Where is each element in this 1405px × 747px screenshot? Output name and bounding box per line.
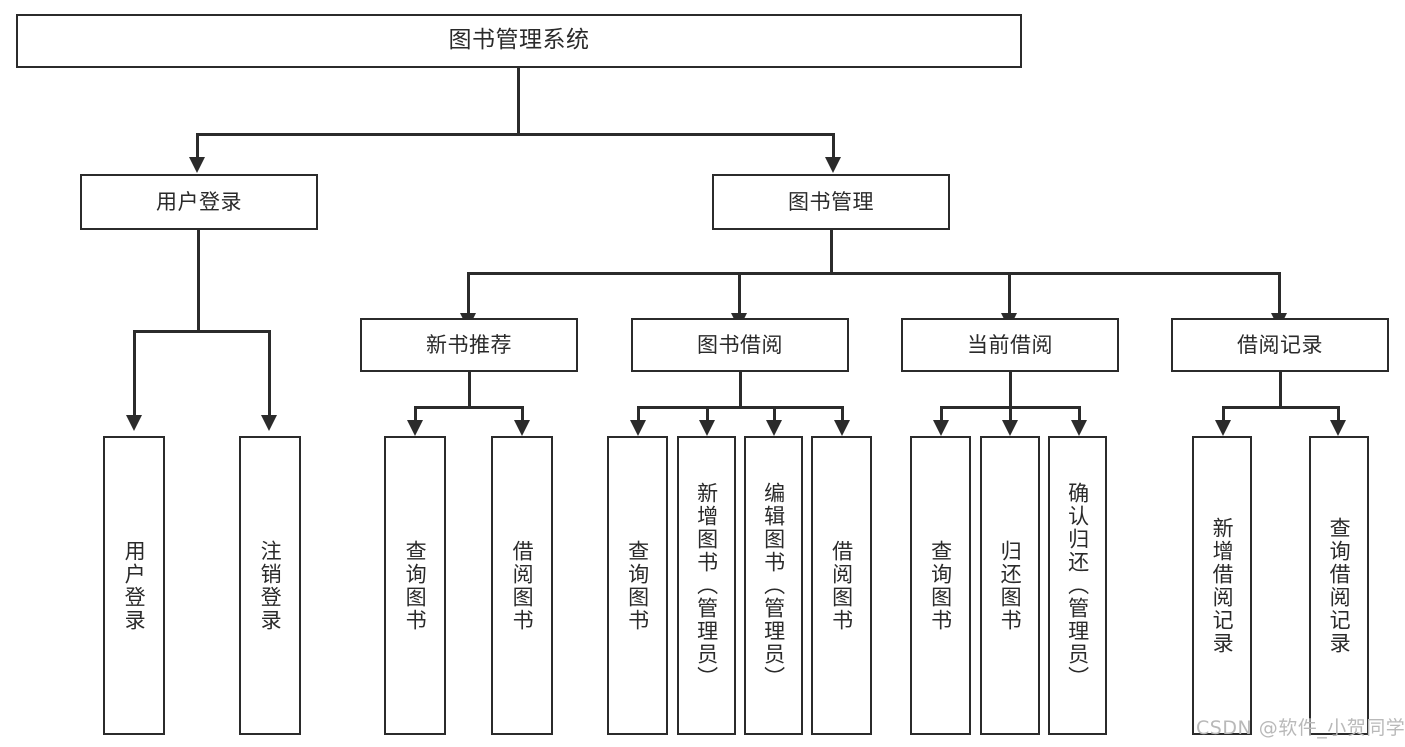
connector-br-drop-1 (1222, 406, 1225, 424)
node-label: 新增图书（管理员） (694, 482, 719, 689)
connector-level2-drop-3 (1008, 272, 1011, 317)
node-label: 查询图书 (625, 539, 650, 632)
node-root-book-management-system[interactable]: 图书管理系统 (16, 14, 1022, 68)
node-leaf-return-book[interactable]: 归还图书 (980, 436, 1040, 735)
arrow-bb-leaf-1 (630, 420, 646, 436)
node-label: 借阅记录 (1237, 332, 1323, 357)
node-leaf-logout[interactable]: 注销登录 (239, 436, 301, 735)
node-label: 用户登录 (156, 189, 242, 214)
node-leaf-confirm-return-admin[interactable]: 确认归还（管理员） (1048, 436, 1107, 735)
connector-cb-drop-3 (1078, 406, 1081, 424)
node-leaf-query-book-bb[interactable]: 查询图书 (607, 436, 668, 735)
node-label: 注销登录 (258, 539, 283, 632)
arrow-user-login-leaf-1 (126, 415, 142, 431)
node-leaf-query-borrow-record[interactable]: 查询借阅记录 (1309, 436, 1369, 735)
connector-borrow-record-stem (1279, 372, 1282, 408)
node-label: 当前借阅 (967, 332, 1053, 357)
connector-root-bus (196, 133, 835, 136)
arrow-bb-leaf-4 (834, 420, 850, 436)
connector-nbr-drop-1 (414, 406, 417, 424)
arrow-nbr-leaf-2 (514, 420, 530, 436)
node-leaf-add-book-admin[interactable]: 新增图书（管理员） (677, 436, 736, 735)
node-label: 新书推荐 (426, 332, 512, 357)
connector-book-borrow-stem (739, 372, 742, 408)
node-leaf-edit-book-admin[interactable]: 编辑图书（管理员） (744, 436, 803, 735)
connector-user-login-drop-2 (268, 330, 271, 419)
connector-bb-drop-4 (841, 406, 844, 424)
node-leaf-add-borrow-record[interactable]: 新增借阅记录 (1192, 436, 1252, 735)
node-leaf-borrow-book-nbr[interactable]: 借阅图书 (491, 436, 553, 735)
connector-cb-drop-2 (1009, 406, 1012, 424)
node-current-borrow[interactable]: 当前借阅 (901, 318, 1119, 372)
connector-user-login-drop-1 (133, 330, 136, 419)
arrow-user-login-leaf-2 (261, 415, 277, 431)
node-label: 图书管理系统 (448, 27, 590, 54)
connector-new-book-recommend-stem (468, 372, 471, 408)
node-label: 图书借阅 (697, 332, 783, 357)
connector-new-book-recommend-bus (414, 406, 524, 409)
arrow-bb-leaf-3 (766, 420, 782, 436)
connector-book-management-stem (830, 230, 833, 274)
arrow-br-leaf-2 (1330, 420, 1346, 436)
node-leaf-query-book-cb[interactable]: 查询图书 (910, 436, 971, 735)
arrow-root-to-book-management (825, 157, 841, 173)
node-label: 借阅图书 (829, 539, 854, 632)
node-label: 确认归还（管理员） (1065, 482, 1090, 689)
connector-borrow-record-bus (1222, 406, 1339, 409)
arrow-root-to-user-login (189, 157, 205, 173)
arrow-nbr-leaf-1 (407, 420, 423, 436)
connector-level2-drop-4 (1278, 272, 1281, 317)
node-user-login[interactable]: 用户登录 (80, 174, 318, 230)
connector-br-drop-2 (1337, 406, 1340, 424)
arrow-cb-leaf-2 (1002, 420, 1018, 436)
node-book-management[interactable]: 图书管理 (712, 174, 950, 230)
connector-current-borrow-stem (1009, 372, 1012, 408)
connector-level2-bus (467, 272, 1280, 275)
arrow-cb-leaf-1 (933, 420, 949, 436)
node-label: 查询图书 (928, 539, 953, 632)
node-label: 图书管理 (788, 189, 874, 214)
arrow-bb-leaf-2 (699, 420, 715, 436)
connector-bb-drop-1 (637, 406, 640, 424)
node-label: 查询图书 (403, 539, 428, 632)
node-label: 用户登录 (122, 539, 147, 632)
connector-level2-drop-2 (738, 272, 741, 317)
connector-bb-drop-2 (706, 406, 709, 424)
connector-root-to-book-management (832, 133, 835, 161)
connector-user-login-stem (197, 230, 200, 332)
node-label: 新增借阅记录 (1210, 516, 1235, 655)
node-label: 归还图书 (998, 539, 1023, 632)
node-leaf-borrow-book-bb[interactable]: 借阅图书 (811, 436, 872, 735)
connector-user-login-bus (133, 330, 270, 333)
connector-cb-drop-1 (940, 406, 943, 424)
arrow-br-leaf-1 (1215, 420, 1231, 436)
node-label: 借阅图书 (510, 539, 535, 632)
connector-root-stem (517, 68, 520, 134)
node-book-borrow[interactable]: 图书借阅 (631, 318, 849, 372)
connector-nbr-drop-2 (521, 406, 524, 424)
arrow-cb-leaf-3 (1071, 420, 1087, 436)
node-label: 查询借阅记录 (1327, 516, 1352, 655)
node-leaf-query-book-nbr[interactable]: 查询图书 (384, 436, 446, 735)
connector-level2-drop-1 (467, 272, 470, 317)
node-label: 编辑图书（管理员） (761, 482, 786, 689)
connector-root-to-user-login (196, 133, 199, 161)
node-leaf-user-login[interactable]: 用户登录 (103, 436, 165, 735)
connector-book-borrow-bus (637, 406, 843, 409)
node-new-book-recommend[interactable]: 新书推荐 (360, 318, 578, 372)
node-borrow-record[interactable]: 借阅记录 (1171, 318, 1389, 372)
connector-bb-drop-3 (773, 406, 776, 424)
